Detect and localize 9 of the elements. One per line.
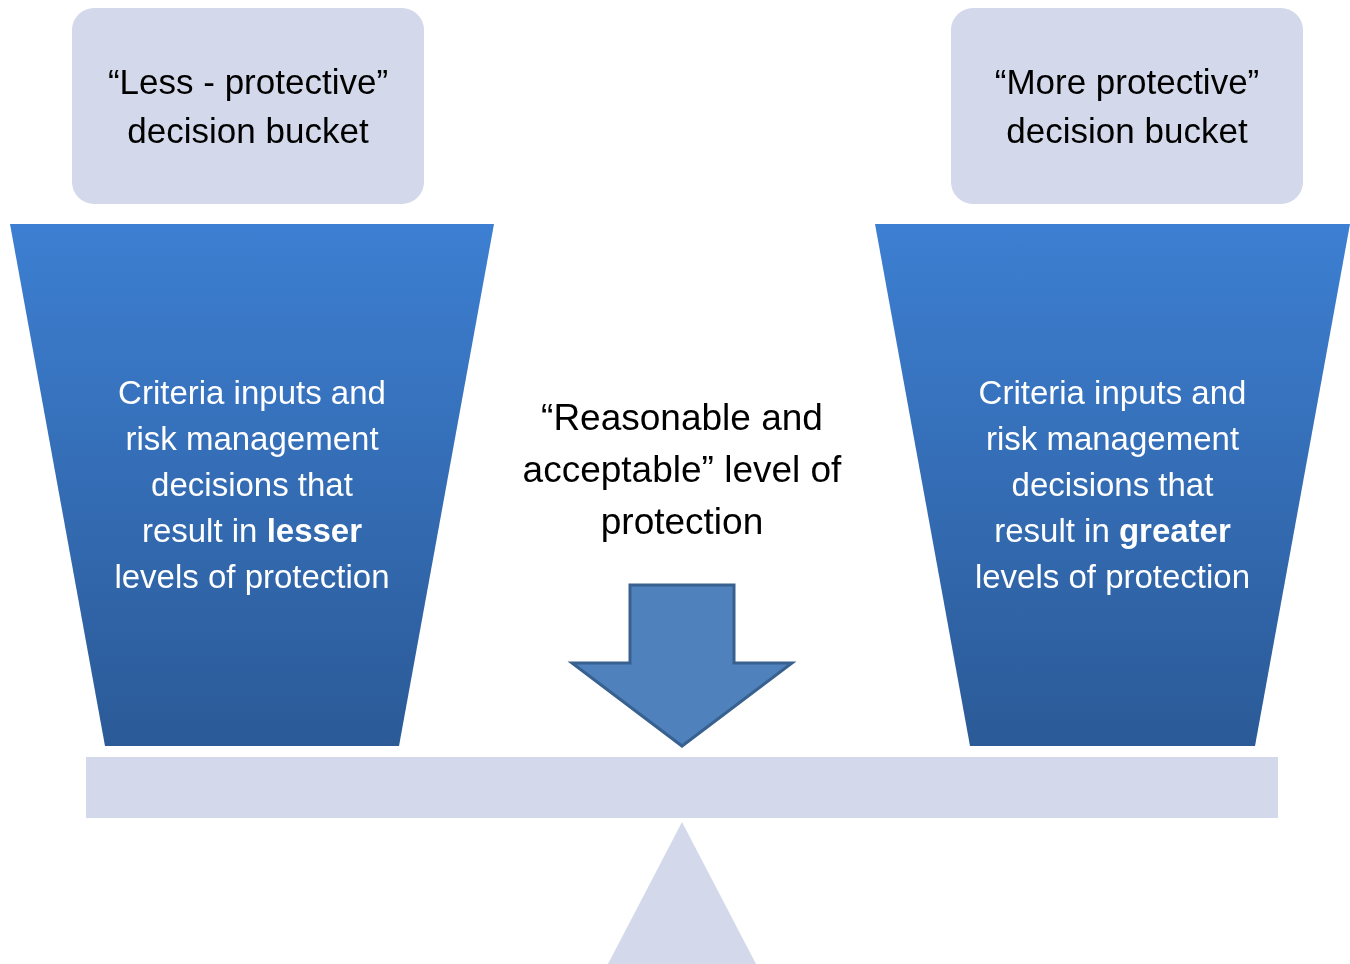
balance-beam bbox=[86, 757, 1278, 818]
bucket-description: Criteria inputs and risk management decisions that result in greater levels of protection bbox=[973, 372, 1252, 598]
decision-bucket-card bbox=[72, 8, 424, 204]
center-label: “Reasonable and acceptable” level of protection bbox=[521, 396, 843, 544]
bucket-title: “More protective” decision bucket bbox=[993, 61, 1261, 152]
decision-bucket-card bbox=[951, 8, 1303, 204]
block-arrow bbox=[567, 583, 797, 748]
bucket-description: Criteria inputs and risk management decisions that result in lesser levels of protection bbox=[113, 372, 391, 598]
bucket-title: “Less - protective” decision bucket bbox=[106, 61, 390, 152]
